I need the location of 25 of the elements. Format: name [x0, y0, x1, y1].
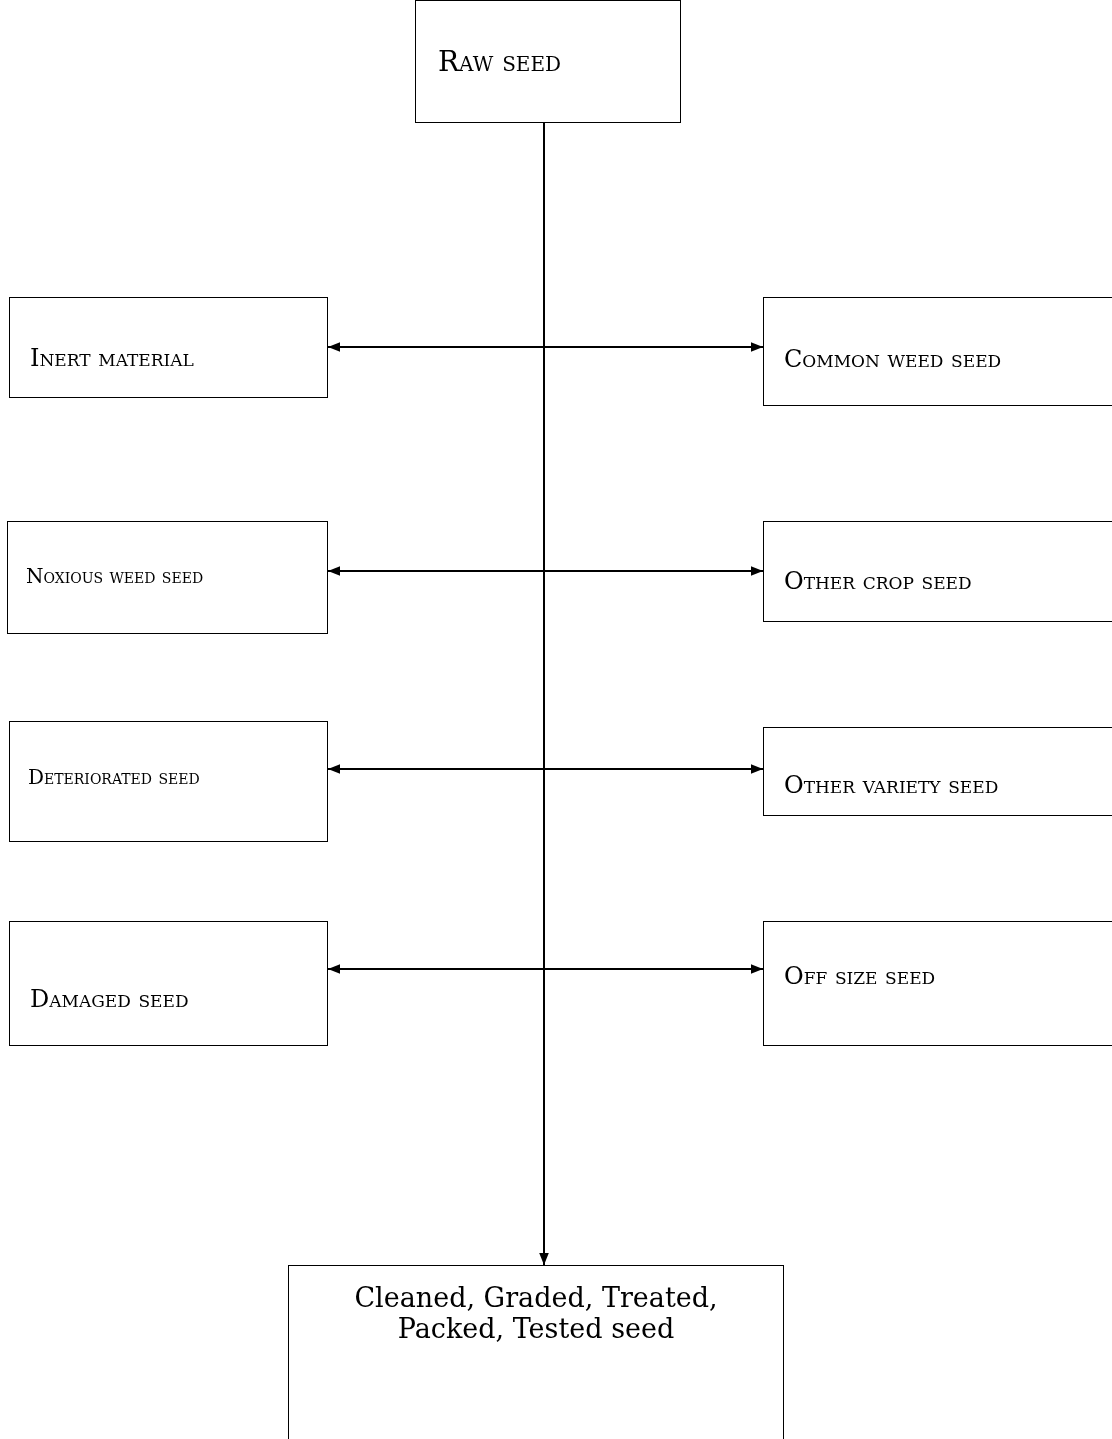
process-box — [415, 0, 681, 123]
box-label: Off size seed — [784, 961, 936, 992]
arrow — [539, 122, 549, 1266]
arrow — [327, 764, 764, 774]
process-box — [763, 297, 1112, 406]
box-label: Raw seed — [438, 43, 562, 80]
process-box — [9, 297, 328, 398]
box-label: Other variety seed — [784, 769, 999, 801]
box-label: Inert material — [30, 342, 194, 374]
box-label: Noxious weed seed — [26, 562, 204, 590]
box-label: Deteriorated seed — [28, 764, 200, 791]
arrow — [327, 566, 764, 576]
box-label: Other crop seed — [784, 565, 972, 597]
box-label: Common weed seed — [784, 343, 1002, 375]
process-box — [763, 727, 1112, 816]
process-box — [763, 521, 1112, 622]
process-box — [288, 1265, 784, 1439]
box-label: Damaged seed — [30, 983, 189, 1015]
arrow — [327, 964, 764, 974]
box-label: Cleaned, Graded, Treated, Packed, Tested seed — [353, 1282, 719, 1345]
arrow — [327, 342, 764, 352]
process-box — [7, 521, 328, 634]
process-box — [763, 921, 1112, 1046]
process-box — [9, 921, 328, 1046]
process-box — [9, 721, 328, 842]
